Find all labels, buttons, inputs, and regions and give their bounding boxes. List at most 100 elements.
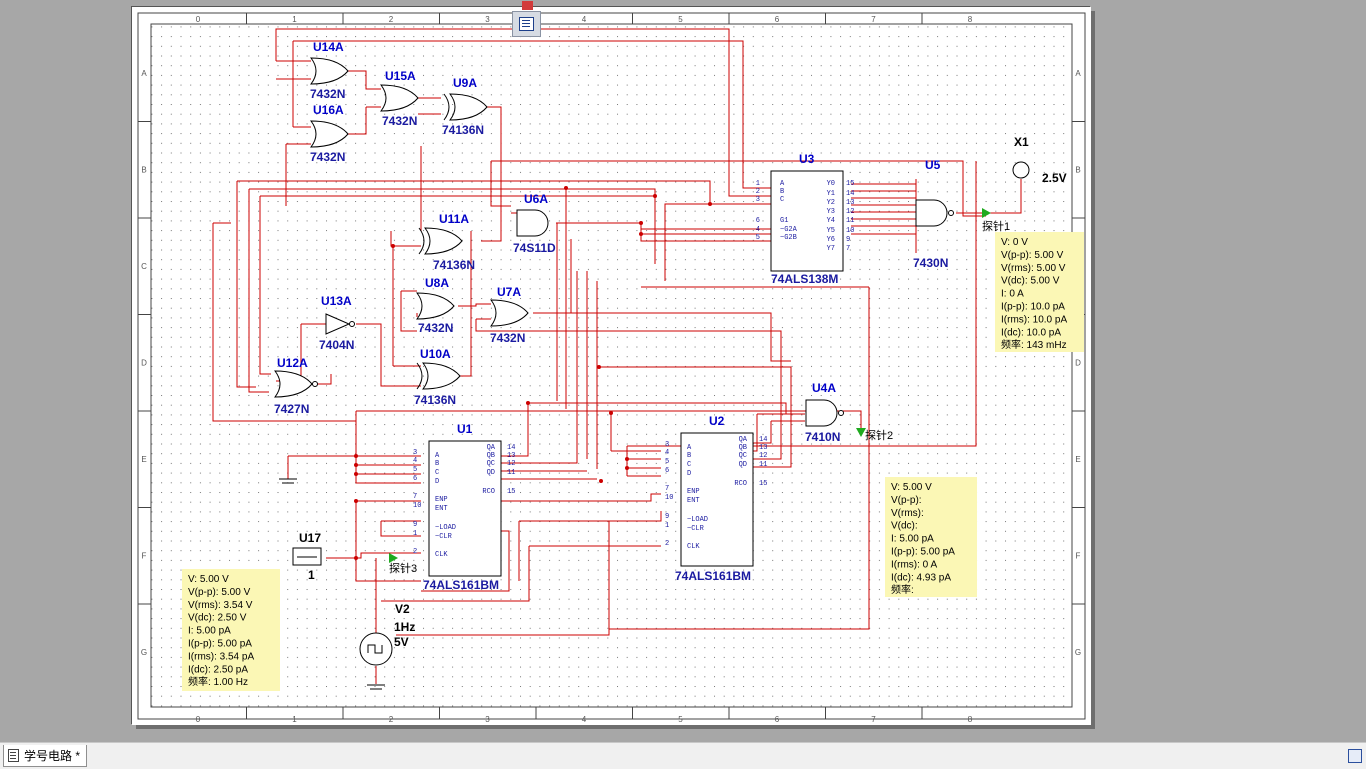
ruler-col-top: 1 <box>292 15 297 24</box>
probe2-readout-line: V(dc): <box>891 521 918 532</box>
part-u12a: 7427N <box>274 402 309 416</box>
wire <box>458 303 491 307</box>
u1-pin-number: 7 <box>413 493 417 501</box>
ruler-col-bottom: 4 <box>582 715 587 724</box>
u2-pin-label: QB <box>739 444 747 452</box>
junction-dot <box>599 479 603 483</box>
junction-dot <box>625 466 629 470</box>
ruler-row-right: E <box>1075 455 1080 464</box>
probe2-readout-box <box>885 477 977 597</box>
u3-pin-label: ~G2B <box>780 234 797 242</box>
u1-pin-label: ENP <box>435 496 448 504</box>
inverter-u13a <box>325 313 351 335</box>
panel-toggle-icon[interactable] <box>1348 749 1362 763</box>
label-u11a: U11A <box>439 212 469 226</box>
u13a-output-bubble <box>349 321 355 327</box>
u3-pin-label: Y6 <box>827 236 835 244</box>
junction-dot <box>354 499 358 503</box>
ruler-col-top: 0 <box>196 15 201 24</box>
u1-pin-label: QD <box>487 469 495 477</box>
u2-pin-number: 5 <box>665 458 669 466</box>
u2-pin-label: A <box>687 444 692 452</box>
part-u1: 74ALS161BM <box>423 578 499 592</box>
or-gate-u16a <box>309 120 349 148</box>
junction-dot <box>639 232 643 236</box>
junction-dot <box>526 401 530 405</box>
label-u16a: U16A <box>313 103 344 117</box>
or-gate-u15a <box>379 84 419 112</box>
wire <box>248 189 269 393</box>
ruler-col-top: 5 <box>678 15 683 24</box>
wire <box>400 291 417 332</box>
list-icon <box>519 17 534 31</box>
u1-pin-label: D <box>435 478 439 486</box>
xor-gate-u9a <box>448 93 488 121</box>
component-labels: U14A7432NU15A7432NU16A7432NU9A74136NU11A… <box>188 40 1067 688</box>
wire <box>237 180 771 205</box>
label-u10a: U10A <box>420 347 451 361</box>
xor-gate-u9a-extra-arc <box>443 93 450 121</box>
wire <box>355 411 421 484</box>
u2-pin-number: 7 <box>665 485 669 493</box>
u1-pin-label: ~LOAD <box>435 524 456 532</box>
schematic-sheet[interactable]: 001122334455667788AABBCCDDEEFFGG A1B2C3G… <box>131 6 1091 725</box>
ruler-row-right: A <box>1075 69 1081 78</box>
u2-pin-label: QD <box>739 461 747 469</box>
ruler-row-left: C <box>141 262 147 271</box>
wire <box>528 402 787 414</box>
toolbar-toggle-button[interactable] <box>512 1 541 37</box>
schematic-canvas[interactable]: 001122334455667788AABBCCDDEEFFGG A1B2C3G… <box>132 7 1091 725</box>
ruler-col-bottom: 6 <box>775 715 780 724</box>
u3-pin-label: G1 <box>780 217 788 225</box>
u1-pin-number: 13 <box>507 452 515 460</box>
u2-pin-number: 3 <box>665 441 669 449</box>
wire <box>599 366 792 406</box>
part-u14a: 7432N <box>310 87 345 101</box>
part-u6a: 74S11D <box>513 241 556 255</box>
wire <box>212 223 356 422</box>
junction-dot <box>653 194 657 198</box>
xor-gate-u11a-extra-arc <box>418 227 425 255</box>
wire <box>249 188 656 196</box>
wire <box>380 521 421 537</box>
u2-pin-label: ~LOAD <box>687 516 708 524</box>
workspace: 001122334455667788AABBCCDDEEFFGG A1B2C3G… <box>131 1 1095 729</box>
document-tab[interactable]: 学号电路 * <box>3 745 88 767</box>
u3-pin-number: 3 <box>756 196 760 204</box>
u3-pin-label: Y5 <box>827 227 835 235</box>
or-gate-u8a <box>415 292 455 320</box>
u1-pin-label: QC <box>487 460 495 468</box>
wire <box>986 179 1022 214</box>
wire <box>259 196 271 375</box>
u3-pin-number: 4 <box>756 226 760 234</box>
probe3-readout-line: I(p-p): 5.00 pA <box>188 639 252 650</box>
ruler-row-left: B <box>141 166 146 175</box>
probe1-label: 探针1 <box>982 219 1010 233</box>
u2-pin-label: RCO <box>734 480 747 488</box>
u2-pin-label: CLK <box>687 543 700 551</box>
wire <box>348 70 381 90</box>
u1-pin-label: ~CLR <box>435 533 453 541</box>
u1-pin-label: RCO <box>482 488 495 496</box>
u3-pin-number: 7 <box>846 245 850 253</box>
u1-pin-number: 10 <box>413 502 421 510</box>
wire <box>753 421 772 444</box>
junction-dot <box>609 411 613 415</box>
junction-dot <box>354 556 358 560</box>
wire <box>753 406 792 468</box>
part-u4a: 7410N <box>805 430 840 444</box>
u1-pin-number: 4 <box>413 457 417 465</box>
probe2-readout-line: I: 5.00 pA <box>891 534 934 545</box>
wire <box>753 414 758 452</box>
probe2-readout-line: I(dc): 4.93 pA <box>891 572 951 583</box>
u1-pin-number: 14 <box>507 444 515 452</box>
or-gate-u14a <box>309 57 349 85</box>
u2-pin-label: QC <box>739 452 747 460</box>
part-u8a: 7432N <box>418 321 453 335</box>
u3-pin-number: 5 <box>756 234 760 242</box>
wire <box>355 501 421 582</box>
ruler-col-top: 2 <box>389 15 394 24</box>
clock-source-v2 <box>359 632 393 666</box>
nand-gate-u4a <box>805 399 838 427</box>
